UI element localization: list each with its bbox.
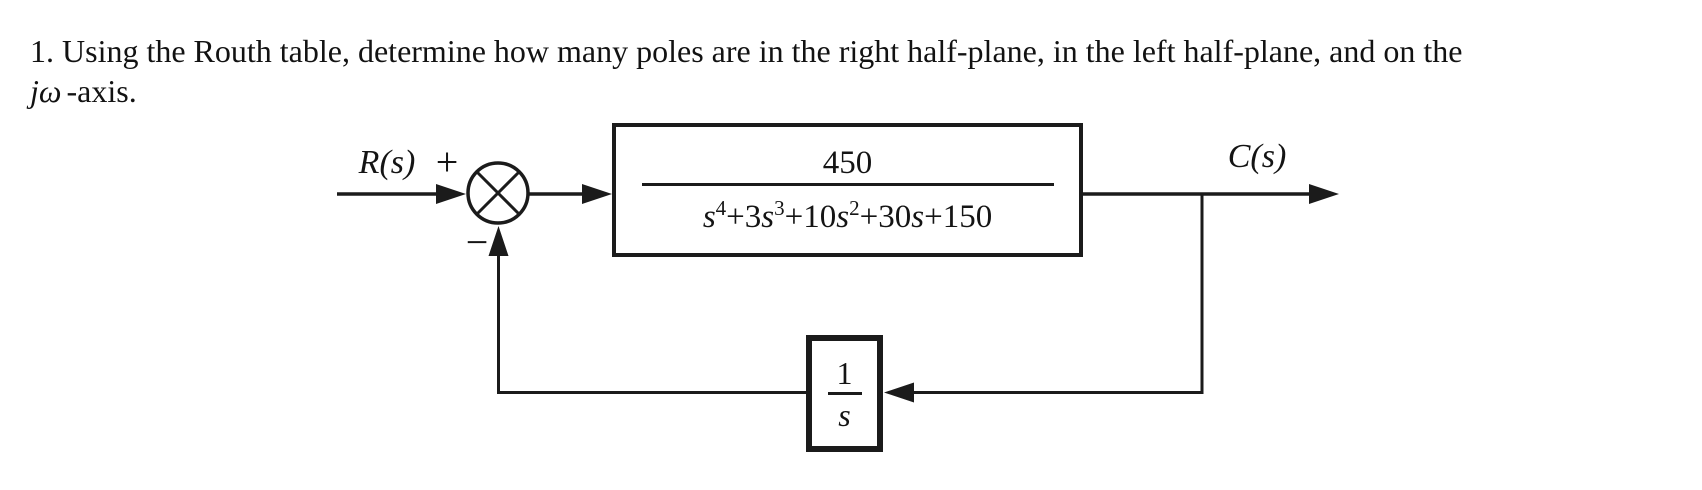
feedback-numerator: 1 <box>836 354 853 391</box>
den-term: 3s3 <box>744 195 785 235</box>
feedback-branch-line <box>909 194 1204 394</box>
fraction-bar <box>641 182 1054 186</box>
axis-suffix: -axis. <box>66 73 137 109</box>
summer-feedback-arrowhead-icon <box>488 226 509 256</box>
question-line2: jω-axis. <box>30 71 1695 111</box>
feedback-transfer-function: 1 s <box>806 335 883 452</box>
question-line1: 1. Using the Routh table, determine how … <box>30 33 1463 69</box>
plant-block-box <box>612 123 1083 257</box>
output-signal-label: C(s) <box>1227 138 1287 175</box>
plant-numerator: 450 <box>822 144 873 181</box>
plant-denominator: s4+3s3+10s2+30s+150 <box>703 189 992 236</box>
feedback-denominator: s <box>838 396 851 433</box>
summing-junction-cross-icon <box>475 170 521 216</box>
input-arrowhead-icon <box>436 184 466 204</box>
feedback-block-arrowhead-icon <box>884 382 914 403</box>
plus-operator: + <box>784 198 804 235</box>
fraction-bar <box>827 391 862 395</box>
input-signal-label: R(s) <box>358 144 416 181</box>
den-term: 10s2 <box>803 195 860 235</box>
plus-operator: + <box>859 198 879 235</box>
den-term: 150 <box>942 198 993 235</box>
den-term: 30s <box>878 198 925 235</box>
j-omega-symbol: jω <box>30 73 62 109</box>
feedback-return-line <box>497 254 806 394</box>
plant-input-arrowhead-icon <box>582 184 612 204</box>
question-text: 1. Using the Routh table, determine how … <box>30 31 1695 111</box>
summing-junction-circle <box>466 161 530 225</box>
summing-minus-sign: − <box>465 219 489 265</box>
summing-plus-sign: + <box>435 139 459 185</box>
den-term: s4 <box>702 195 727 235</box>
output-arrowhead-icon <box>1309 184 1339 204</box>
plus-operator: + <box>924 198 943 235</box>
plus-operator: + <box>726 198 745 235</box>
plant-transfer-function: 450 s4+3s3+10s2+30s+150 <box>612 123 1083 257</box>
